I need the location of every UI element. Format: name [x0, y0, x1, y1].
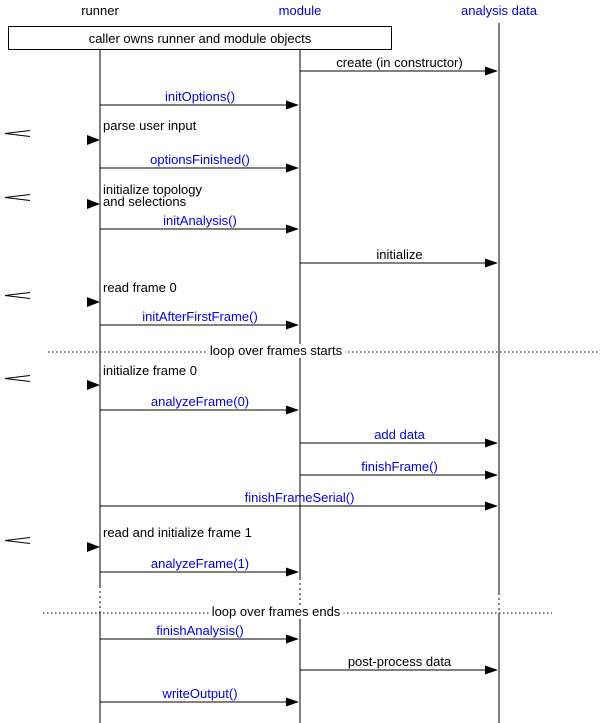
open-arrowhead-icon	[4, 378, 31, 382]
arrowhead-icon	[286, 405, 299, 415]
self-message-label-read-frame-0: read frame 0	[103, 280, 177, 295]
open-arrowhead-icon	[4, 537, 31, 541]
arrowhead-icon	[485, 470, 498, 480]
separator-label-loop-over-frames-ends: loop over frames ends	[208, 605, 344, 619]
open-arrowhead-icon	[4, 375, 31, 379]
open-arrowhead-icon	[4, 197, 31, 201]
arrowhead-icon	[286, 224, 299, 234]
message-label-optionsfinished[interactable]: optionsFinished()	[150, 152, 250, 167]
actor-label-runner: runner	[81, 3, 119, 18]
arrowhead-icon	[87, 380, 100, 390]
arrowhead-icon	[286, 697, 299, 707]
self-message-label-initialize-frame-0: initialize frame 0	[103, 363, 197, 378]
message-label-add-data[interactable]: add data	[374, 427, 425, 442]
note-box-label: caller owns runner and module objects	[88, 30, 312, 46]
message-label-initafterfirstframe[interactable]: initAfterFirstFrame()	[142, 309, 258, 324]
actor-label-analysis[interactable]: analysis data	[461, 3, 537, 18]
separator-label-loop-over-frames-starts: loop over frames starts	[206, 344, 346, 358]
message-label-finishframe[interactable]: finishFrame()	[361, 459, 438, 474]
arrowhead-icon	[286, 163, 299, 173]
message-label-analyzeframe-1[interactable]: analyzeFrame(1)	[150, 556, 250, 571]
arrowhead-icon	[286, 567, 299, 577]
self-message-label-read-and-initialize-frame-1: read and initialize frame 1	[103, 525, 252, 540]
actor-label-module[interactable]: module	[278, 3, 322, 18]
self-message-label-initialize-topology-and-selections: initialize topology and selections	[103, 182, 203, 209]
open-arrowhead-icon	[4, 540, 31, 544]
arrowhead-icon	[87, 135, 100, 145]
message-label-initanalysis[interactable]: initAnalysis()	[163, 213, 237, 228]
arrowhead-icon	[485, 501, 498, 511]
arrowhead-icon	[485, 665, 498, 675]
arrowhead-icon	[286, 634, 299, 644]
arrowhead-icon	[485, 438, 498, 448]
message-label-initoptions[interactable]: initOptions()	[164, 89, 236, 104]
message-label-analyzeframe-0[interactable]: analyzeFrame(0)	[150, 394, 250, 409]
open-arrowhead-icon	[4, 130, 31, 134]
message-label-finishanalysis[interactable]: finishAnalysis()	[156, 623, 244, 638]
arrowhead-icon	[87, 542, 100, 552]
message-label-post-process-data: post-process data	[347, 654, 452, 669]
open-arrowhead-icon	[4, 133, 31, 137]
arrowhead-icon	[87, 199, 100, 209]
arrowhead-icon	[485, 258, 498, 268]
arrowhead-icon	[87, 297, 100, 307]
open-arrowhead-icon	[4, 292, 31, 296]
arrowhead-icon	[286, 320, 299, 330]
arrowhead-icon	[485, 66, 498, 76]
message-label-writeoutput[interactable]: writeOutput()	[162, 686, 238, 701]
self-message-label-parse-user-input: parse user input	[103, 118, 197, 133]
message-label-create-in-constructor: create (in constructor)	[336, 55, 463, 70]
message-label-finishframeserial[interactable]: finishFrameSerial()	[244, 490, 355, 505]
open-arrowhead-icon	[4, 295, 31, 299]
open-arrowhead-icon	[4, 194, 31, 198]
note-box: caller owns runner and module objects	[8, 26, 392, 50]
message-label-initialize: initialize	[376, 247, 423, 262]
arrowhead-icon	[286, 100, 299, 110]
